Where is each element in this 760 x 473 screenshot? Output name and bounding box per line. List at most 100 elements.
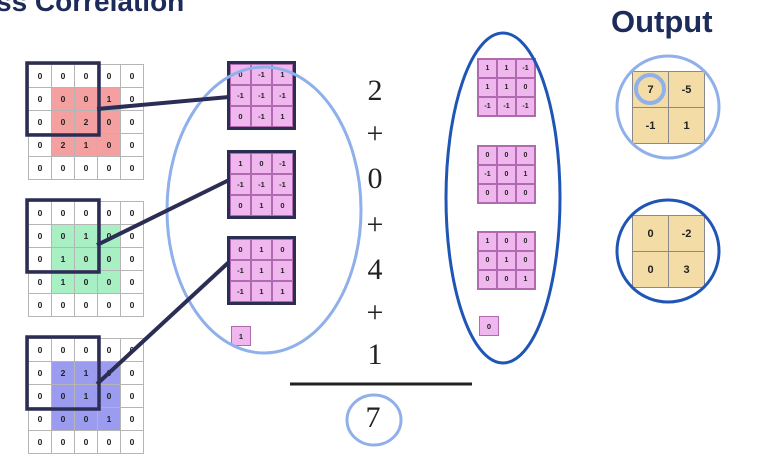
input-cell: 0 xyxy=(52,157,75,180)
kernel-b-group-ellipse xyxy=(444,31,562,365)
result-circle xyxy=(345,393,403,447)
kernel-cell: -1 xyxy=(251,85,272,106)
input-window-frame xyxy=(25,198,101,274)
kernel-cell: -1 xyxy=(478,97,497,116)
input-cell: 0 xyxy=(52,408,75,431)
kernel-cell: 1 xyxy=(272,106,293,127)
kernel-cell: -1 xyxy=(251,64,272,85)
input-cell: 1 xyxy=(98,88,121,111)
kernel-cell: 1 xyxy=(230,153,251,174)
kernel-cell: 1 xyxy=(251,195,272,216)
slide-title: ss Correlation xyxy=(0,0,185,17)
kernel-cell: 1 xyxy=(478,78,497,97)
kernel-cell: 0 xyxy=(272,195,293,216)
output-circle-1 xyxy=(615,54,721,160)
output-cell: -2 xyxy=(669,216,705,252)
output-label: Output xyxy=(611,4,713,39)
kernel-cell: -1 xyxy=(272,153,293,174)
input-cell: 0 xyxy=(52,202,75,225)
kernel-b-bias: 0 xyxy=(479,316,499,336)
kernel-cell: 0 xyxy=(497,232,516,251)
output-cell: -1 xyxy=(633,108,669,144)
kernel-cell: 0 xyxy=(251,153,272,174)
kernel-cell: 0 xyxy=(497,165,516,184)
output-cell: 3 xyxy=(669,252,705,288)
input-cell: 0 xyxy=(29,362,52,385)
kernel-cell: 0 xyxy=(478,251,497,270)
input-cell: 0 xyxy=(98,202,121,225)
input-cell: 0 xyxy=(98,248,121,271)
input-cell: 0 xyxy=(52,225,75,248)
input-cell: 0 xyxy=(52,65,75,88)
input-cell: 0 xyxy=(75,431,98,454)
kernel-cell: 1 xyxy=(272,260,293,281)
input-cell: 0 xyxy=(52,294,75,317)
input-cell: 0 xyxy=(29,431,52,454)
input-cell: 0 xyxy=(75,157,98,180)
sum-plus: + xyxy=(366,296,384,329)
input-cell: 0 xyxy=(52,88,75,111)
output-highlight-circle xyxy=(634,73,666,105)
input-cell: 0 xyxy=(121,362,144,385)
input-cell: 0 xyxy=(98,65,121,88)
kernel-cell: 0 xyxy=(516,232,535,251)
kernel-cell: -1 xyxy=(497,97,516,116)
output-circle-2 xyxy=(615,198,721,304)
sum-term: 1 xyxy=(367,338,383,371)
input-window-frame xyxy=(25,61,101,137)
kernel-cell: 0 xyxy=(516,184,535,203)
kernel-cell: -1 xyxy=(230,281,251,302)
kernel-cell: -1 xyxy=(230,85,251,106)
input-cell: 0 xyxy=(29,271,52,294)
kernel-cell: 0 xyxy=(230,106,251,127)
input-cell: 2 xyxy=(52,134,75,157)
kernel-cell: 0 xyxy=(516,146,535,165)
input-cell: 0 xyxy=(52,431,75,454)
input-cell: 0 xyxy=(121,111,144,134)
kernel-cell: 0 xyxy=(230,195,251,216)
kernel-cell: 0 xyxy=(478,184,497,203)
kernel-cell: 1 xyxy=(251,239,272,260)
kernel-cell: -1 xyxy=(516,97,535,116)
input-cell: 0 xyxy=(29,202,52,225)
input-cell: 0 xyxy=(75,271,98,294)
sum-plus: + xyxy=(366,117,384,150)
sum-plus: + xyxy=(366,208,384,241)
kernel-cell: 1 xyxy=(516,270,535,289)
output-cell: 1 xyxy=(669,108,705,144)
input-cell: 0 xyxy=(121,65,144,88)
kernel-cell: 0 xyxy=(497,146,516,165)
kernel-cell: -1 xyxy=(478,165,497,184)
input-cell: 0 xyxy=(98,385,121,408)
input-cell: 1 xyxy=(52,271,75,294)
input-cell: 0 xyxy=(121,385,144,408)
kernel-cell: -1 xyxy=(272,85,293,106)
kernel-cell: 0 xyxy=(230,239,251,260)
input-cell: 0 xyxy=(98,157,121,180)
input-cell: 1 xyxy=(98,408,121,431)
kernel-cell: 1 xyxy=(251,260,272,281)
input-cell: 0 xyxy=(29,408,52,431)
input-cell: 0 xyxy=(52,339,75,362)
kernel-cell: 0 xyxy=(516,251,535,270)
input-cell: 0 xyxy=(29,157,52,180)
input-cell: 0 xyxy=(29,294,52,317)
output-cell: 0 xyxy=(633,252,669,288)
connector-line xyxy=(96,178,230,247)
input-cell: 2 xyxy=(52,362,75,385)
sum-term: 0 xyxy=(367,162,383,195)
kernel-cell: 1 xyxy=(497,59,516,78)
output-cell: -5 xyxy=(669,72,705,108)
kernel-cell: 1 xyxy=(272,281,293,302)
input-cell: 0 xyxy=(121,202,144,225)
sum-term: 4 xyxy=(367,253,383,286)
input-cell: 0 xyxy=(75,294,98,317)
kernel-cell: 1 xyxy=(497,251,516,270)
